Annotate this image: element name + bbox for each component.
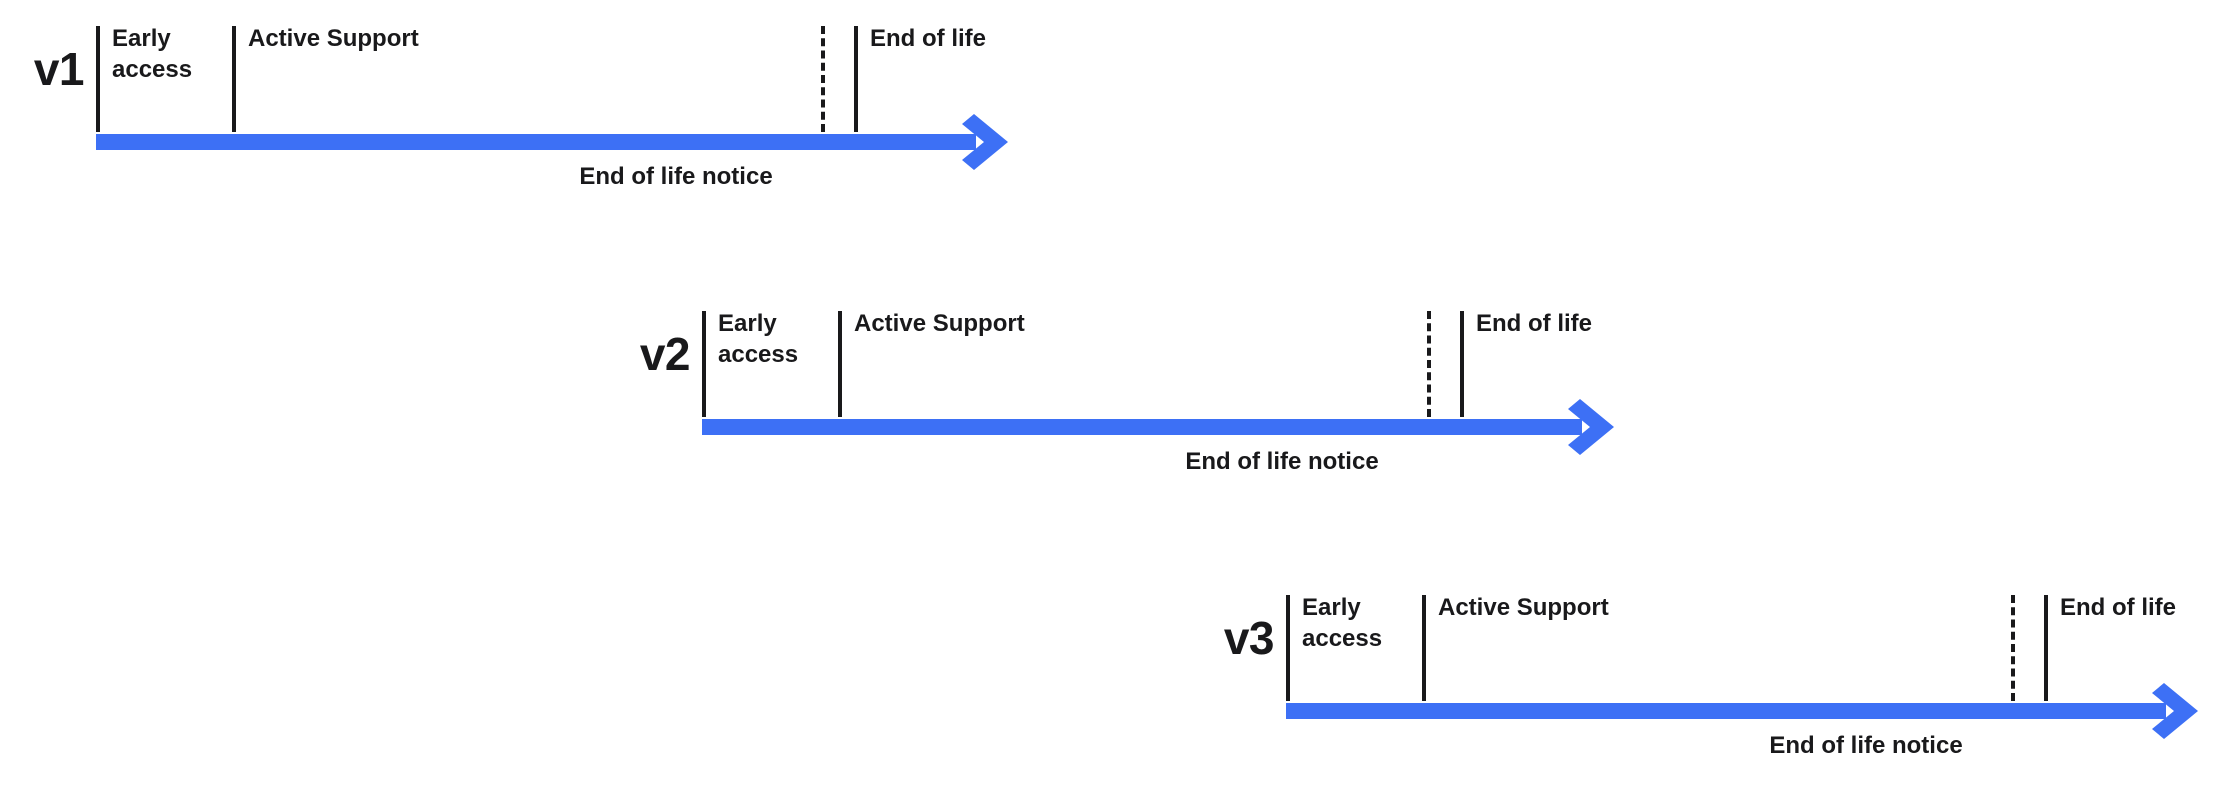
end-of-life-notice-divider [2011,595,2015,701]
version-label-v3: v3 [1223,612,1275,664]
active-support-start-divider [232,26,236,132]
active-support-start-divider [838,311,842,417]
end-of-life-notice-divider [1427,311,1431,417]
early-access-start-divider [702,311,706,417]
lifecycle-bar-v3 [1286,703,2166,719]
end-of-life-notice-divider [821,26,825,132]
phase-label-end-of-life: End of life [870,25,986,52]
phase-label-early-access: Early access [718,310,799,368]
phase-label-active-support: Active Support [248,25,419,52]
active-support-start-divider [1422,595,1426,701]
arrow-right-icon [952,110,1016,174]
end-of-life-notice-label-v1: End of life notice [579,163,773,190]
version-label-v2: v2 [639,328,691,380]
arrow-right-icon [2142,679,2206,743]
end-of-life-start-divider [854,26,858,132]
lifecycle-bar-v1 [96,134,976,150]
phase-label-active-support: Active Support [854,310,1025,337]
end-of-life-start-divider [1460,311,1464,417]
phase-label-active-support: Active Support [1438,594,1609,621]
phase-label-early-access: Early access [112,25,193,83]
version-label-v1: v1 [33,43,85,95]
phase-label-end-of-life: End of life [2060,594,2176,621]
early-access-start-divider [96,26,100,132]
end-of-life-start-divider [2044,595,2048,701]
end-of-life-notice-label-v3: End of life notice [1769,732,1963,759]
early-access-start-divider [1286,595,1290,701]
arrow-right-icon [1558,395,1622,459]
end-of-life-notice-label-v2: End of life notice [1185,448,1379,475]
phase-label-early-access: Early access [1302,594,1383,652]
lifecycle-bar-v2 [702,419,1582,435]
phase-label-end-of-life: End of life [1476,310,1592,337]
